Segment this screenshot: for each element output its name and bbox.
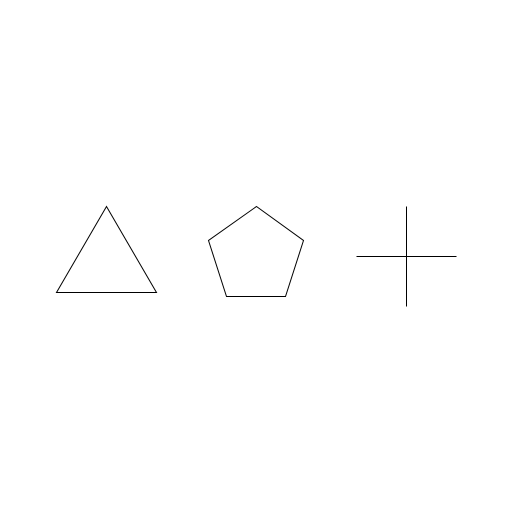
triangle-outline-icon xyxy=(55,205,158,293)
pentagon-outline-icon xyxy=(207,205,305,297)
plus-cross-icon xyxy=(356,206,457,307)
